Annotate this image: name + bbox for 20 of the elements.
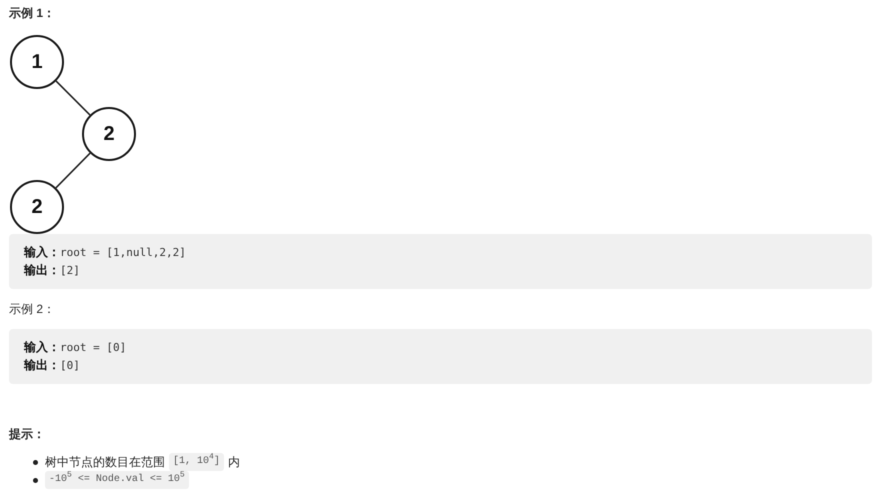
- hint-text: 内: [228, 454, 240, 470]
- hint-text: 树中节点的数目在范围: [45, 454, 165, 470]
- node-value: 2: [31, 196, 43, 218]
- node-value: 2: [103, 123, 115, 145]
- section-heading: 示例 1：: [9, 5, 56, 21]
- tree-node: [10, 180, 64, 234]
- inline-code: [1, 10$^{4}$]: [169, 453, 224, 471]
- tree-edge: [56, 80, 90, 116]
- example-panel: [9, 234, 872, 289]
- example-text: 输出：[2]: [24, 262, 80, 279]
- node-value: 1: [31, 51, 43, 73]
- section-heading: 提示：: [9, 426, 45, 442]
- inline-code: -10$^{5}$ <= Node.val <= 10$^{5}$: [45, 471, 189, 489]
- tree-node: [10, 35, 64, 89]
- tree-edge: [55, 152, 91, 188]
- section-heading: 示例 2：: [9, 301, 56, 317]
- tree-node: [82, 107, 136, 161]
- example-text: 输出：[0]: [24, 357, 80, 374]
- example-text: 输入：root = [1,null,2,2]: [24, 244, 186, 261]
- example-text: 输入：root = [0]: [24, 339, 126, 356]
